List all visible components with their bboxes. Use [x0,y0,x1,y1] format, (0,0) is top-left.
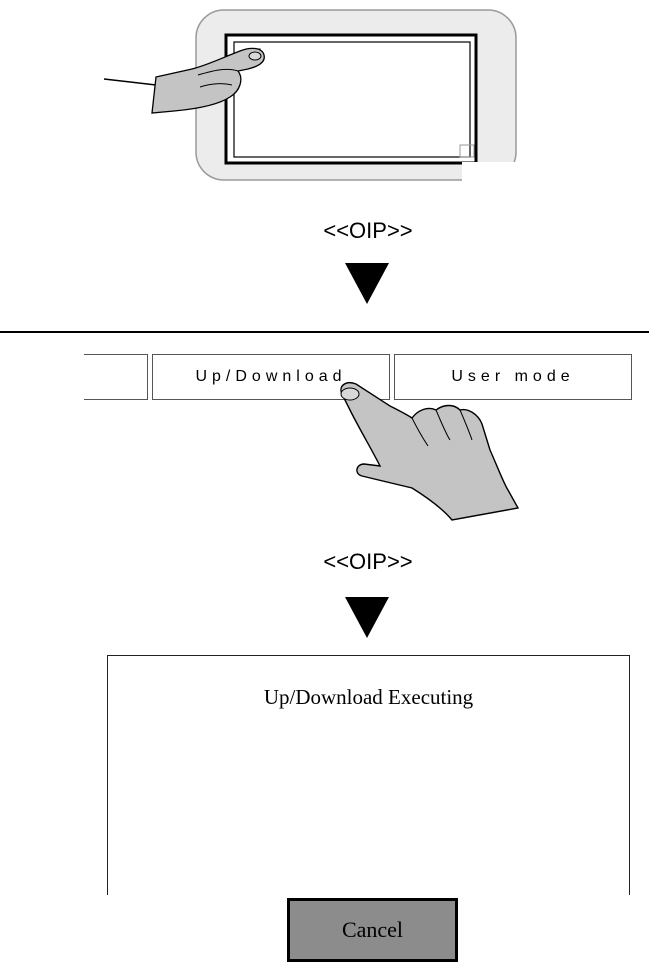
hand-icon-step2 [340,382,520,521]
user-mode-button[interactable]: User mode [394,354,632,400]
cable-line [103,78,157,86]
down-arrow-1 [345,263,389,304]
section-divider [0,331,649,333]
menu-tab-left[interactable] [84,354,148,400]
hand-icon-step1 [151,47,265,114]
progress-dialog [107,655,630,895]
device-panel-illustration [103,9,520,184]
user-mode-label: User mode [451,368,575,385]
step2-caption: <<OIP>> [323,549,413,574]
down-arrow-2 [345,597,389,638]
dialog-message: Up/Download Executing [263,685,474,709]
upload-download-label: Up/Download [195,368,347,385]
cancel-button[interactable]: Cancel [287,898,458,962]
device-screen-inner [233,41,471,158]
upload-download-button[interactable]: Up/Download [152,354,390,400]
step1-caption: <<OIP>> [323,218,413,243]
